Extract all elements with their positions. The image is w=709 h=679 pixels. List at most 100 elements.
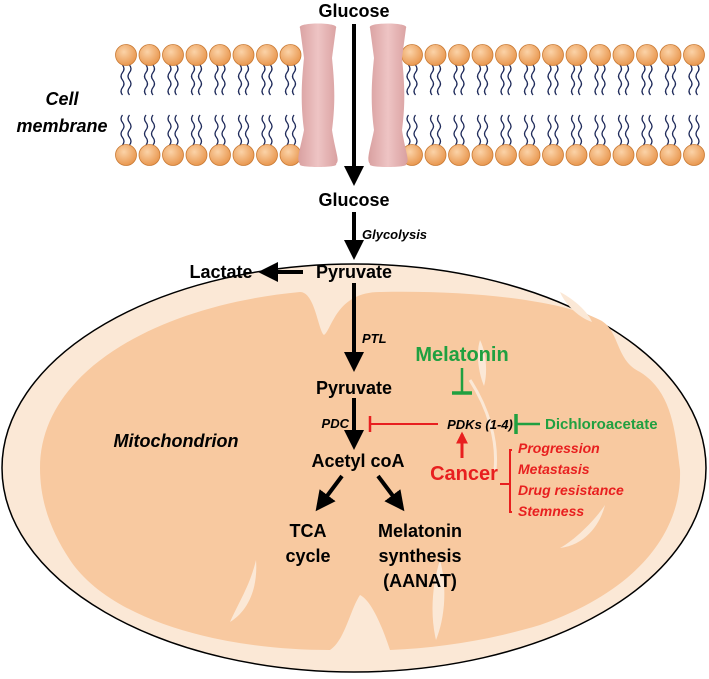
- lipid-tail: [664, 64, 670, 96]
- lipid-head: [232, 144, 255, 166]
- lipid-head: [279, 144, 302, 166]
- label-glucose-extracellular: Glucose: [318, 1, 389, 21]
- lipid-tail: [237, 64, 243, 96]
- label-cell-membrane-2: membrane: [16, 116, 107, 136]
- lipid-tail: [453, 64, 458, 96]
- lipid-head: [424, 144, 447, 166]
- lipid-head: [279, 44, 302, 66]
- lipid-tail: [601, 64, 606, 96]
- lipid-tail: [190, 114, 196, 146]
- lipid-head: [232, 44, 255, 66]
- lipid-tail: [648, 114, 653, 146]
- lipid-tail: [554, 114, 559, 146]
- lipid-tail: [268, 64, 273, 96]
- lipid-head: [138, 144, 161, 166]
- lipid-head: [162, 144, 184, 166]
- lipid-head: [612, 144, 635, 166]
- lipid-tail: [507, 64, 512, 96]
- lipid-head: [636, 144, 658, 166]
- lipid-head: [448, 44, 470, 66]
- label-cancer-effect: Drug resistance: [518, 482, 624, 498]
- lipid-tail: [500, 114, 505, 146]
- label-cancer-effect: Stemness: [518, 503, 584, 519]
- lipid-tail: [197, 114, 203, 146]
- mitochondrion: [1, 263, 707, 673]
- label-cancer-effect: Progression: [518, 440, 600, 456]
- arrow-to-melatonin-synthesis: [376, 474, 405, 512]
- lipid-tail: [483, 64, 489, 96]
- lipid-tail: [214, 64, 219, 96]
- inhibition-edges: [368, 368, 540, 513]
- lipid-tail: [617, 64, 623, 96]
- lipid-head: [138, 44, 161, 66]
- lipid-head: [209, 44, 231, 66]
- lipid-tail: [523, 114, 529, 146]
- lipid-head: [589, 144, 611, 166]
- label-melatonin-synthesis-3: (AANAT): [383, 571, 457, 591]
- lipid-tail: [268, 114, 273, 146]
- lipid-tail: [244, 64, 250, 96]
- lipid-tail: [261, 114, 266, 146]
- lipid-tail: [143, 64, 149, 96]
- label-cancer-effect: Metastasis: [518, 461, 590, 477]
- lipid-head: [565, 144, 588, 166]
- lipid-head: [448, 144, 470, 166]
- lipid-tail: [530, 114, 536, 146]
- lipid-head: [565, 44, 588, 66]
- lipid-tail: [150, 64, 156, 96]
- glucose-transporter-channel: [298, 23, 408, 167]
- lipid-tail: [641, 114, 646, 146]
- lipid-tail: [671, 114, 677, 146]
- label-glycolysis: Glycolysis: [362, 227, 427, 242]
- lipid-tail: [500, 64, 505, 96]
- lipid-tail: [594, 114, 599, 146]
- lipid-tail: [429, 114, 435, 146]
- cancer-effects-list: Progression Metastasis Drug resistance S…: [518, 440, 624, 519]
- label-acetyl-coa: Acetyl coA: [311, 451, 404, 471]
- lipid-tail: [221, 114, 226, 146]
- lipid-tail: [284, 64, 290, 96]
- lipid-head: [209, 144, 231, 166]
- lipid-head: [471, 44, 494, 66]
- lipid-tail: [413, 64, 418, 96]
- lipid-tail: [648, 64, 653, 96]
- lipid-tail: [671, 64, 677, 96]
- lipid-tail: [120, 114, 125, 146]
- cell-membrane: [115, 44, 705, 166]
- lipid-tail: [221, 64, 226, 96]
- lipid-tail: [577, 64, 583, 96]
- lipid-head: [683, 44, 705, 66]
- lipid-tail: [244, 114, 250, 146]
- lipid-head: [162, 44, 184, 66]
- lipid-head: [256, 44, 278, 66]
- arrow-to-tca: [315, 474, 344, 512]
- lipid-tail: [429, 64, 435, 96]
- lipid-tail: [127, 64, 132, 96]
- lipid-tail: [174, 64, 179, 96]
- lipid-head: [185, 144, 208, 166]
- label-melatonin-synthesis-2: synthesis: [378, 546, 461, 566]
- lipid-tail: [127, 114, 132, 146]
- lipid-head: [495, 144, 517, 166]
- lipid-tail: [460, 114, 465, 146]
- label-melatonin: Melatonin: [415, 344, 508, 366]
- label-glucose-cytosol: Glucose: [318, 190, 389, 210]
- lipid-tail: [237, 114, 243, 146]
- lipid-tail: [688, 114, 693, 146]
- lipid-tail: [570, 114, 576, 146]
- label-tca-1: TCA: [290, 521, 327, 541]
- lipid-tail: [167, 64, 172, 96]
- lipid-head: [424, 44, 447, 66]
- label-lactate: Lactate: [189, 262, 252, 282]
- lipid-head: [589, 44, 611, 66]
- lipid-tail: [284, 114, 290, 146]
- lipid-tail: [530, 64, 536, 96]
- lipid-tail: [624, 64, 630, 96]
- lipid-tail: [460, 64, 465, 96]
- label-pdks: PDKs (1-4): [447, 417, 513, 432]
- label-pdc: PDC: [322, 416, 350, 431]
- lipid-head: [256, 144, 278, 166]
- lipid-tail: [483, 114, 489, 146]
- lipid-head: [518, 44, 541, 66]
